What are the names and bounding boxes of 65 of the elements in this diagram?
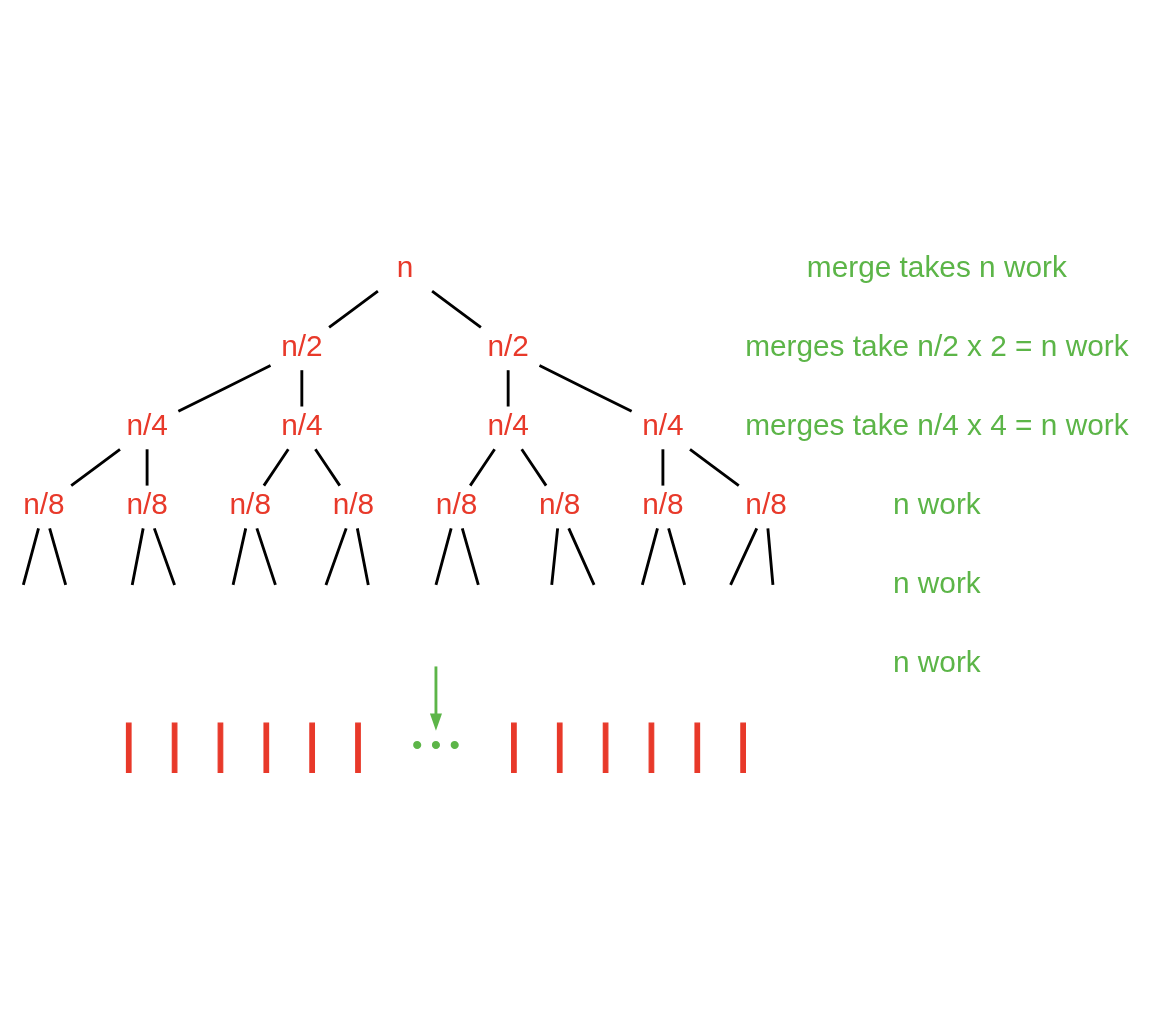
connector	[520, 448, 548, 487]
connector	[262, 448, 290, 487]
node-bar	[355, 722, 361, 773]
connector	[130, 528, 145, 586]
node-bar	[556, 722, 563, 773]
node-bar	[263, 722, 270, 773]
connector	[355, 528, 370, 586]
node-text: n/2	[487, 329, 529, 363]
node-text: n/2	[281, 329, 323, 363]
label: n work	[892, 645, 981, 679]
connector	[469, 448, 496, 487]
connector	[689, 448, 740, 487]
label: merges take n/4 x 4 = n work	[745, 408, 1129, 442]
connector	[255, 527, 277, 586]
node-text: n/8	[23, 487, 65, 521]
label: merges take n/2 x 2 = n work	[745, 329, 1129, 363]
connector	[434, 528, 453, 586]
node-text: n/8	[332, 487, 375, 521]
node-text: n/8	[745, 487, 787, 521]
connector	[640, 528, 659, 586]
connector	[506, 370, 510, 407]
node-text: n/4	[642, 408, 684, 442]
connector	[766, 528, 775, 586]
node-bar	[511, 722, 517, 773]
connector	[21, 528, 40, 586]
node-bar	[309, 722, 315, 773]
node-text: n/4	[281, 408, 323, 442]
connector	[667, 528, 687, 586]
node-bar	[171, 722, 178, 773]
node-text: n/8	[539, 487, 581, 521]
label: merge takes n work	[806, 250, 1067, 284]
connector	[48, 528, 68, 586]
node-text: n/8	[126, 487, 168, 521]
label: n work	[892, 487, 981, 521]
connector	[177, 364, 272, 413]
node-text: n/8	[229, 487, 271, 521]
connector	[324, 527, 348, 586]
node-bar	[217, 722, 224, 773]
node-text: n/8	[642, 487, 684, 521]
connector	[231, 528, 248, 586]
label: n work	[892, 566, 981, 600]
connector	[538, 364, 633, 413]
connector	[145, 449, 149, 486]
node-bar	[602, 722, 609, 773]
node-text: n/8	[435, 487, 478, 521]
node-bar	[125, 722, 132, 773]
connector	[567, 527, 596, 586]
node-text: • • •	[412, 727, 460, 761]
node-text: n	[396, 250, 414, 284]
connector	[431, 289, 482, 329]
connector	[152, 527, 176, 586]
node-text: n/4	[487, 408, 529, 442]
node-bar	[694, 722, 701, 773]
node-text: n/4	[126, 408, 168, 442]
node-bar	[648, 722, 655, 773]
connector	[661, 449, 665, 486]
connector	[300, 370, 304, 407]
connector	[550, 528, 560, 586]
connector	[328, 289, 379, 329]
connector	[729, 527, 759, 586]
node-bar	[740, 722, 746, 773]
connector	[70, 448, 121, 487]
connector	[460, 528, 480, 586]
arrow	[429, 666, 442, 731]
connector	[314, 448, 341, 487]
